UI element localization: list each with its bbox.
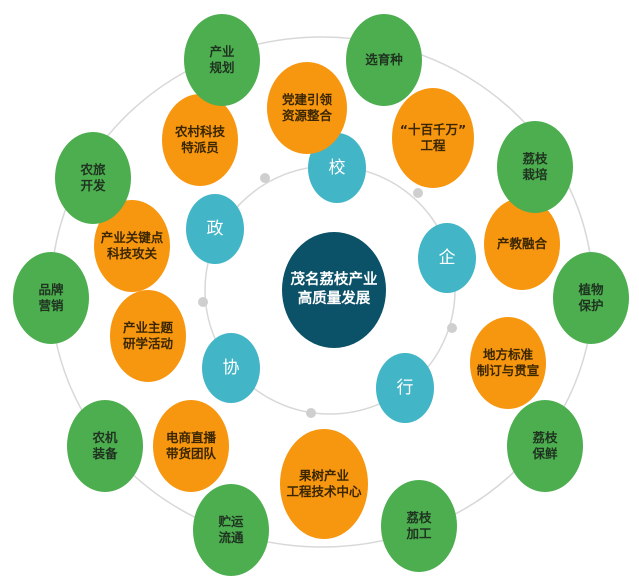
- middle-label: “十百千万” 工程: [399, 121, 467, 153]
- middle-label: 产业主题 研学活动: [122, 319, 173, 351]
- middle-node: 电商直播 带货团队: [153, 400, 229, 492]
- inner-node-qi: 企: [418, 223, 476, 293]
- inner-node-xie: 协: [202, 333, 260, 403]
- middle-label: 农村科技 特派员: [174, 123, 225, 155]
- outer-label: 农旅 开发: [80, 161, 106, 193]
- outer-node: 产业 规划: [184, 14, 260, 106]
- inner-label: 企: [438, 247, 456, 268]
- outer-label: 农机 装备: [92, 429, 118, 461]
- outer-label: 荔枝 栽培: [522, 150, 548, 182]
- middle-node: 党建引领 资源整合: [267, 62, 347, 154]
- outer-label: 贮运 流通: [218, 513, 244, 545]
- outer-node: 农旅 开发: [55, 132, 131, 224]
- outer-label: 荔枝 加工: [406, 509, 432, 541]
- outer-node: 植物 保护: [553, 252, 629, 344]
- ring-dot: [447, 323, 457, 333]
- outer-node: 荔枝 加工: [381, 480, 457, 572]
- ring-dot: [413, 188, 423, 198]
- middle-node: 产教融合: [484, 198, 560, 290]
- outer-label: 荔枝 保鲜: [532, 429, 558, 461]
- inner-node-zheng: 政: [186, 194, 244, 264]
- outer-node: 品牌 营销: [13, 252, 89, 344]
- outer-label: 品牌 营销: [38, 281, 64, 313]
- inner-label: 政: [206, 218, 224, 239]
- middle-node: 产业关键点 科技攻关: [94, 200, 170, 292]
- outer-label: 产业 规划: [209, 43, 235, 75]
- inner-label: 校: [328, 157, 346, 178]
- outer-node: 农机 装备: [67, 400, 143, 492]
- center-label: 茂名荔枝产业 高质量发展: [290, 272, 378, 307]
- middle-label: 产教融合: [496, 235, 547, 251]
- inner-node-hang: 行: [376, 353, 434, 423]
- inner-label: 协: [222, 357, 240, 378]
- outer-label: 植物 保护: [578, 281, 604, 313]
- inner-label: 行: [396, 377, 414, 398]
- ring-dot: [260, 173, 270, 183]
- outer-label: 选育种: [365, 51, 403, 67]
- ring-dot: [198, 297, 208, 307]
- middle-label: 电商直播 带货团队: [165, 429, 216, 461]
- center-node: 茂名荔枝产业 高质量发展: [282, 232, 386, 348]
- middle-node: “十百千万” 工程: [392, 88, 474, 188]
- ring-dot: [306, 408, 316, 418]
- middle-label: 地方标准 制订与贯宣: [476, 346, 540, 378]
- middle-label: 果树产业 工程技术中心: [286, 467, 362, 499]
- middle-node: 产业主题 研学活动: [110, 290, 186, 382]
- outer-node: 贮运 流通: [193, 484, 269, 576]
- outer-node: 荔枝 栽培: [497, 121, 573, 213]
- middle-label: 党建引领 资源整合: [281, 91, 332, 123]
- middle-node: 果树产业 工程技术中心: [280, 429, 368, 539]
- middle-label: 产业关键点 科技攻关: [100, 229, 164, 261]
- outer-node: 选育种: [346, 14, 422, 106]
- outer-node: 荔枝 保鲜: [507, 400, 583, 492]
- middle-node: 地方标准 制订与贯宣: [470, 317, 546, 409]
- middle-node: 农村科技 特派员: [162, 94, 238, 186]
